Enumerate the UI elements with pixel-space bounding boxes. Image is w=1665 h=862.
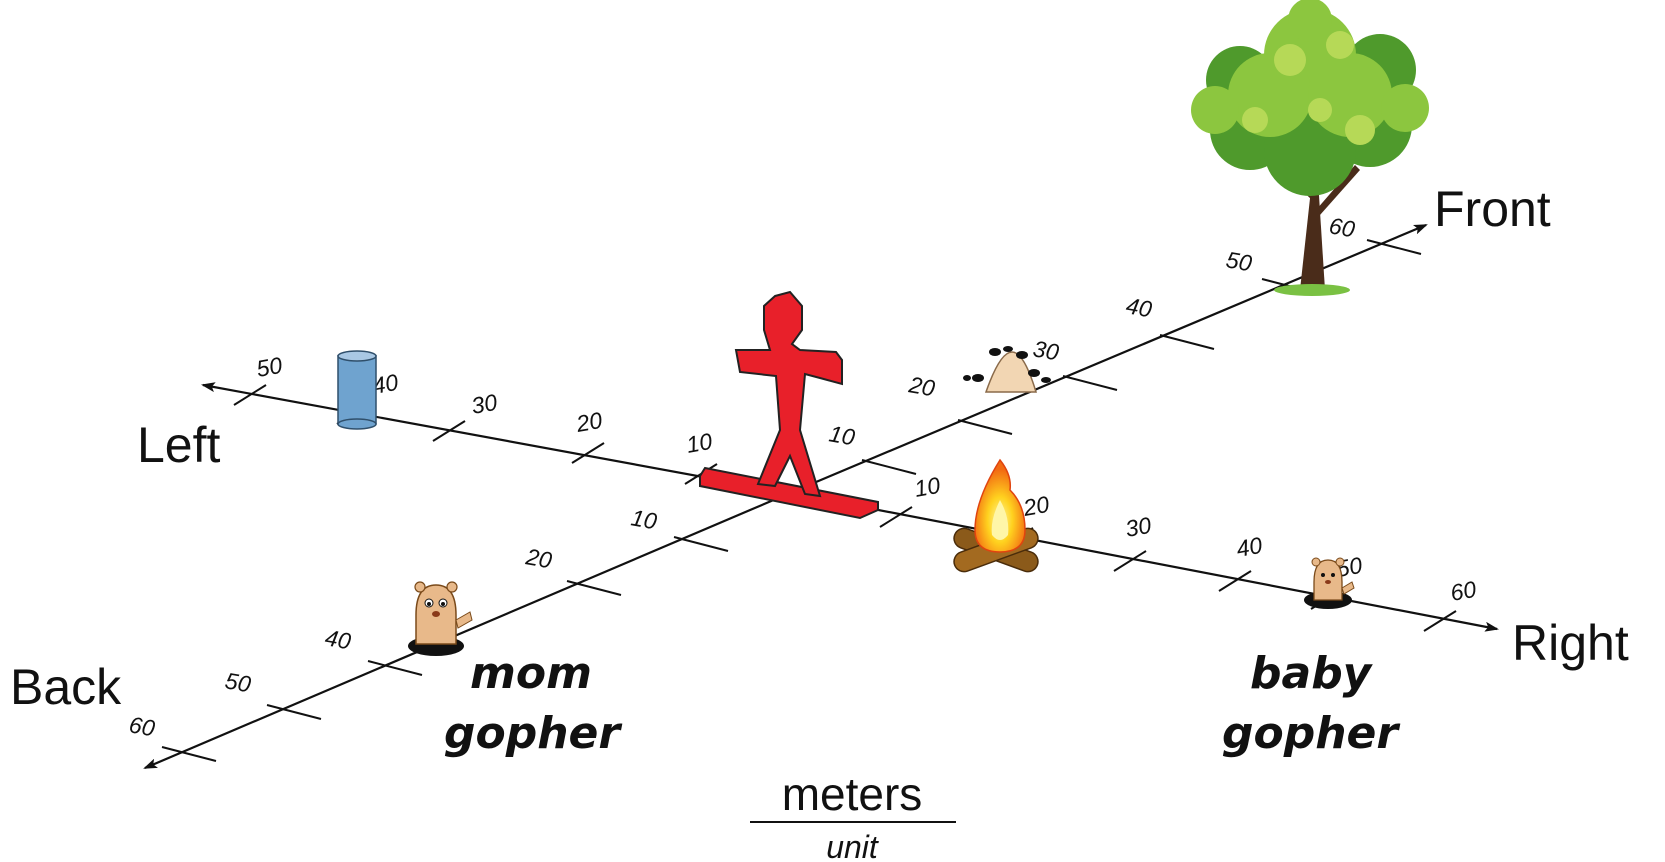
person-icon xyxy=(699,290,879,520)
left-tick-50: 50 xyxy=(254,352,284,382)
mom-gopher-label-line2: gopher xyxy=(444,708,622,759)
back-axis-ticks xyxy=(161,536,729,762)
front-tick-50: 50 xyxy=(1224,246,1254,276)
anthill-icon xyxy=(963,346,1051,393)
front-tick-10: 10 xyxy=(827,420,857,450)
front-tick-30: 30 xyxy=(1031,335,1061,365)
baby-gopher-icon xyxy=(1304,557,1355,609)
right-tick-40: 40 xyxy=(1234,532,1264,562)
back-tick-60: 60 xyxy=(127,711,157,741)
left-tick-10: 10 xyxy=(684,428,714,458)
back-tick-20: 20 xyxy=(523,543,554,573)
left-axis-tick-labels: 10 20 30 40 50 xyxy=(254,352,714,458)
mom-gopher-label-line1: mom xyxy=(470,648,592,699)
unit-denominator: unit xyxy=(826,829,879,862)
right-tick-60: 60 xyxy=(1448,576,1478,606)
back-tick-50: 50 xyxy=(223,667,253,697)
back-tick-40: 40 xyxy=(323,624,353,654)
left-tick-30: 30 xyxy=(469,389,499,419)
front-axis xyxy=(789,223,1428,495)
right-axis-tick-labels: 10 20 30 40 50 60 xyxy=(912,472,1478,606)
right-tick-10: 10 xyxy=(912,472,942,502)
left-tick-20: 20 xyxy=(573,407,604,437)
baby-gopher-label-line2: gopher xyxy=(1222,708,1400,759)
cylinder-icon xyxy=(337,350,377,430)
right-label: Right xyxy=(1512,615,1629,671)
front-tick-60: 60 xyxy=(1327,212,1357,242)
unit-numerator: meters xyxy=(782,768,923,820)
back-label: Back xyxy=(10,659,122,715)
right-tick-30: 30 xyxy=(1123,512,1153,542)
front-tick-40: 40 xyxy=(1124,292,1154,322)
baby-gopher-label-line1: baby xyxy=(1250,648,1374,699)
right-tick-20: 20 xyxy=(1020,491,1051,521)
front-tick-20: 20 xyxy=(906,371,937,401)
front-label: Front xyxy=(1434,181,1551,237)
tree-icon xyxy=(1191,0,1429,296)
back-axis-tick-labels: 10 20 40 50 60 xyxy=(127,504,659,741)
front-axis-tick-labels: 10 20 30 40 50 60 xyxy=(827,212,1357,450)
left-label: Left xyxy=(137,417,221,473)
back-tick-10: 10 xyxy=(629,504,659,534)
campfire-icon xyxy=(953,458,1039,573)
front-axis-ticks xyxy=(861,239,1422,475)
right-axis xyxy=(789,491,1499,632)
mom-gopher-icon xyxy=(408,581,473,656)
left-right-axis xyxy=(201,382,791,495)
